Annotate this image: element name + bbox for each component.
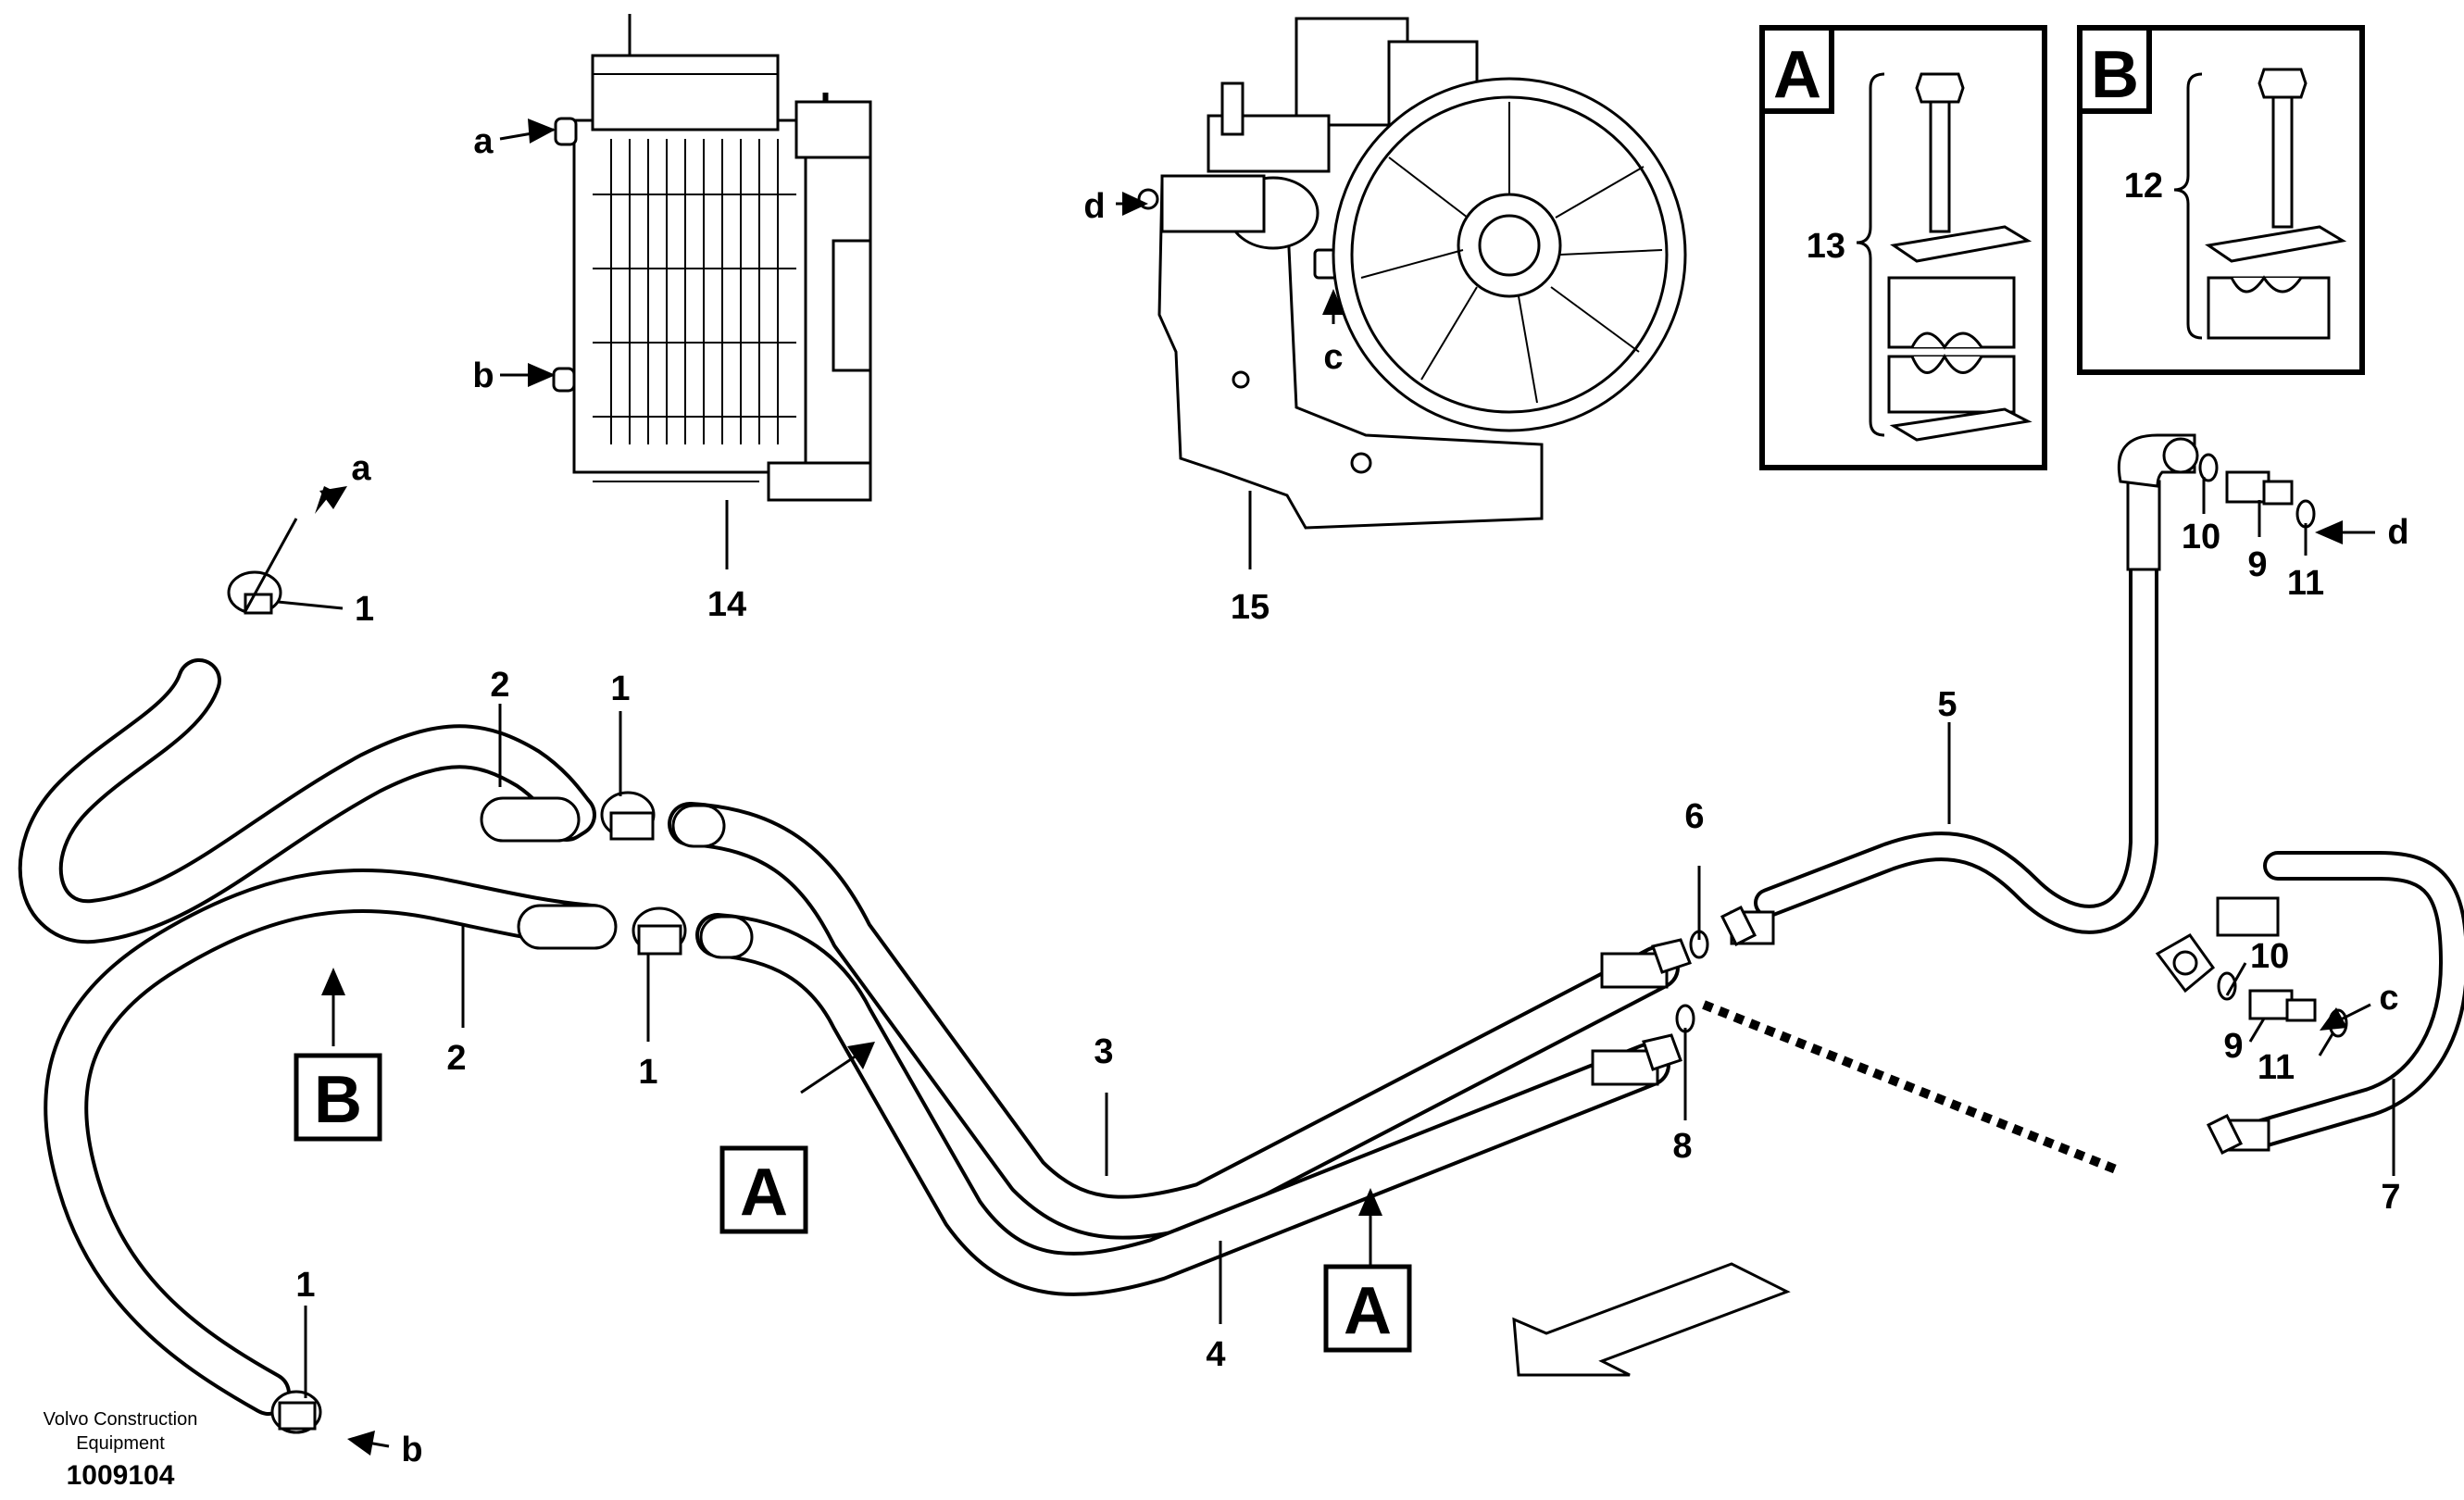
o-ring-8 bbox=[1675, 1004, 1695, 1033]
clamp-lower-middle bbox=[632, 906, 687, 956]
detail-a-letter: A bbox=[1773, 38, 1821, 112]
label-11-upper: 11 bbox=[2287, 564, 2324, 603]
label-1-lower: 1 bbox=[638, 1053, 657, 1092]
label-14: 14 bbox=[707, 585, 746, 624]
o-ring-10-lower bbox=[2217, 971, 2237, 1001]
fitting-hose-4 bbox=[1591, 1033, 1682, 1086]
elbow-hose-5 bbox=[2117, 433, 2199, 488]
connector-arrow-d-transmission bbox=[1116, 192, 1148, 216]
forward-direction-arrow bbox=[1512, 1262, 1791, 1377]
detail-b-letter: B bbox=[2091, 38, 2139, 112]
detail-view-a: A bbox=[1759, 25, 2047, 470]
brand-line-2: Equipment bbox=[76, 1433, 165, 1454]
label-4: 4 bbox=[1206, 1335, 1225, 1374]
connector-arrow-b-hose bbox=[347, 1431, 390, 1456]
hose-5 bbox=[1754, 494, 2158, 934]
connector-b-radiator: b bbox=[472, 356, 494, 395]
view-marker-a-left-letter: A bbox=[740, 1156, 788, 1230]
label-2-lower: 2 bbox=[446, 1039, 466, 1078]
bolt bbox=[2258, 68, 2308, 229]
hose-2-lower-end bbox=[517, 904, 618, 950]
clamp-bottom-left bbox=[270, 1390, 322, 1434]
label-9-upper: 9 bbox=[2247, 545, 2267, 584]
nipple-hose-5 bbox=[1720, 905, 1775, 947]
view-marker-a-right bbox=[1323, 1264, 1412, 1353]
connector-c-hose: c bbox=[2379, 979, 2398, 1018]
hose-2-lower bbox=[44, 868, 615, 1416]
transmission-housing bbox=[1137, 17, 1687, 530]
label-7: 7 bbox=[2381, 1178, 2400, 1217]
view-marker-a-right-letter: A bbox=[1344, 1274, 1392, 1348]
connector-arrow-a-radiator bbox=[499, 119, 556, 144]
label-13: 13 bbox=[1807, 227, 1845, 266]
label-5: 5 bbox=[1937, 685, 1957, 724]
o-ring-11-upper bbox=[2295, 499, 2316, 529]
label-11-lower: 11 bbox=[2258, 1048, 2295, 1087]
hose-3 bbox=[668, 802, 1680, 1240]
label-3: 3 bbox=[1094, 1032, 1113, 1071]
connector-a-hose: a bbox=[351, 449, 371, 488]
hose-7 bbox=[2245, 851, 2464, 1149]
label-10-upper: 10 bbox=[2182, 518, 2220, 556]
dashed-route-line bbox=[1702, 1000, 2122, 1176]
label-9-lower: 9 bbox=[2223, 1027, 2243, 1066]
view-marker-b bbox=[294, 1053, 382, 1142]
hose-4 bbox=[695, 913, 1670, 1296]
o-ring-10-upper bbox=[2198, 453, 2219, 482]
fitting-hose-7-top bbox=[2155, 896, 2280, 994]
hose-5-crimp bbox=[2126, 480, 2161, 571]
leader-lines bbox=[244, 477, 2395, 1398]
adapter-9-upper bbox=[2225, 470, 2294, 506]
connector-arrow-b-radiator bbox=[500, 363, 556, 387]
label-2-upper: 2 bbox=[490, 666, 509, 705]
label-6: 6 bbox=[1684, 797, 1704, 836]
clamp-upper-middle bbox=[600, 791, 656, 841]
connector-b-hose: b bbox=[401, 1431, 422, 1469]
label-15: 15 bbox=[1231, 588, 1270, 627]
connector-arrow-c-transmission bbox=[1322, 289, 1345, 324]
hose-2-upper bbox=[18, 658, 596, 944]
connector-d-transmission: d bbox=[1083, 187, 1105, 226]
label-8: 8 bbox=[1672, 1127, 1692, 1166]
connector-arrow-d-hose bbox=[2315, 520, 2375, 544]
oil-cooler-radiator bbox=[552, 14, 872, 502]
radiator-fins bbox=[593, 139, 796, 444]
drawing-number: 1009104 bbox=[67, 1460, 175, 1491]
bolt bbox=[1915, 72, 1965, 233]
label-1-top-left: 1 bbox=[355, 590, 374, 629]
fitting-hose-3 bbox=[1600, 938, 1692, 989]
connector-a-radiator: a bbox=[473, 122, 494, 161]
label-1-upper: 1 bbox=[610, 669, 630, 708]
detail-view-b: B bbox=[2077, 25, 2365, 375]
connector-c-transmission: c bbox=[1323, 338, 1343, 377]
adapter-9-lower bbox=[2248, 989, 2317, 1022]
label-1-bottom: 1 bbox=[295, 1266, 315, 1305]
connector-arrow-c-hose bbox=[2320, 1003, 2371, 1031]
hose-2-upper-end bbox=[480, 796, 581, 843]
nipple-hose-7 bbox=[2206, 1113, 2270, 1156]
label-12: 12 bbox=[2124, 167, 2163, 206]
hose-3-end bbox=[671, 804, 726, 848]
brand-line-1: Volvo Construction bbox=[44, 1409, 198, 1430]
hose-4-end bbox=[699, 915, 754, 959]
bell-housing-ribs bbox=[1360, 102, 1663, 404]
label-10-lower: 10 bbox=[2250, 937, 2289, 976]
view-marker-b-letter: B bbox=[314, 1063, 362, 1137]
connector-d-hose: d bbox=[2387, 513, 2408, 552]
view-marker-a-left bbox=[719, 1145, 808, 1234]
